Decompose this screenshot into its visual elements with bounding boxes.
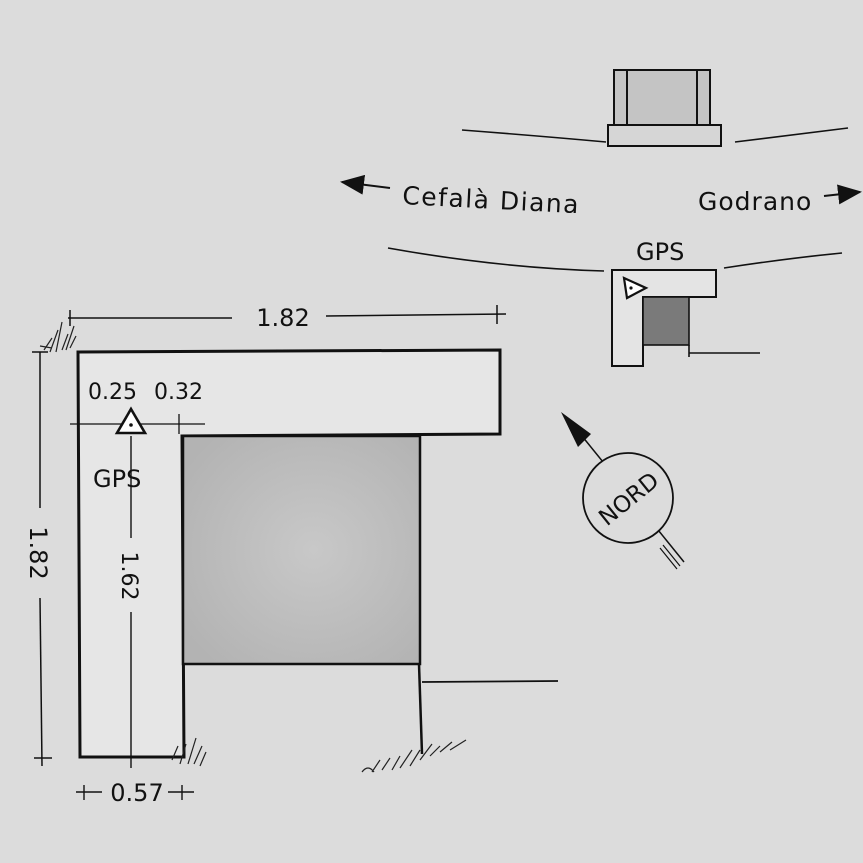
gps-triangle-icon bbox=[114, 406, 148, 435]
roadside-pillar bbox=[607, 69, 722, 147]
dim-gps-y-label: 0.32 bbox=[154, 380, 203, 405]
inset-gps-label: GPS bbox=[636, 238, 684, 266]
compass-circle bbox=[582, 452, 674, 544]
ground-line bbox=[421, 680, 559, 683]
north-arrow-icon bbox=[561, 412, 591, 447]
dimension-top-width bbox=[68, 305, 507, 326]
road-edge-upper-right bbox=[734, 127, 849, 143]
road-edge-lower-left bbox=[387, 247, 605, 272]
dim-left-height-label: 1.82 bbox=[24, 526, 52, 579]
main-gps-label: GPS bbox=[93, 465, 141, 493]
direction-arrow-left bbox=[340, 174, 391, 195]
dim-gps-x-label: 0.25 bbox=[88, 380, 137, 405]
road-right-town-label: Godrano bbox=[698, 187, 812, 216]
road-sketch: Cefalà Diana Godrano bbox=[340, 69, 862, 272]
inset-dark-box bbox=[642, 296, 690, 346]
dim-inner-length-label: 1.62 bbox=[116, 552, 141, 601]
direction-arrow-right bbox=[823, 184, 862, 205]
grass-tuft-bottom bbox=[171, 737, 467, 773]
dim-bottom-width-label: 0.57 bbox=[110, 779, 163, 807]
grass-tuft-top-left bbox=[39, 321, 77, 353]
inset-marker-sketch: GPS bbox=[611, 238, 760, 367]
road-edge-lower-right bbox=[723, 252, 843, 269]
main-marker-plan: 1.82 1.82 0.25 0.32 GPS 1.62 bbox=[24, 304, 559, 807]
road-edge-upper-left bbox=[461, 129, 607, 143]
dimension-left-height bbox=[32, 351, 52, 767]
dimension-bottom-width bbox=[76, 785, 194, 800]
north-compass: NORD bbox=[561, 412, 685, 570]
dim-top-width-label: 1.82 bbox=[256, 304, 309, 332]
inset-gps-triangle-icon bbox=[622, 276, 649, 300]
road-left-town-label: Cefalà Diana bbox=[402, 181, 581, 219]
inner-grey-box bbox=[181, 434, 422, 666]
box-right-leg bbox=[417, 663, 424, 755]
